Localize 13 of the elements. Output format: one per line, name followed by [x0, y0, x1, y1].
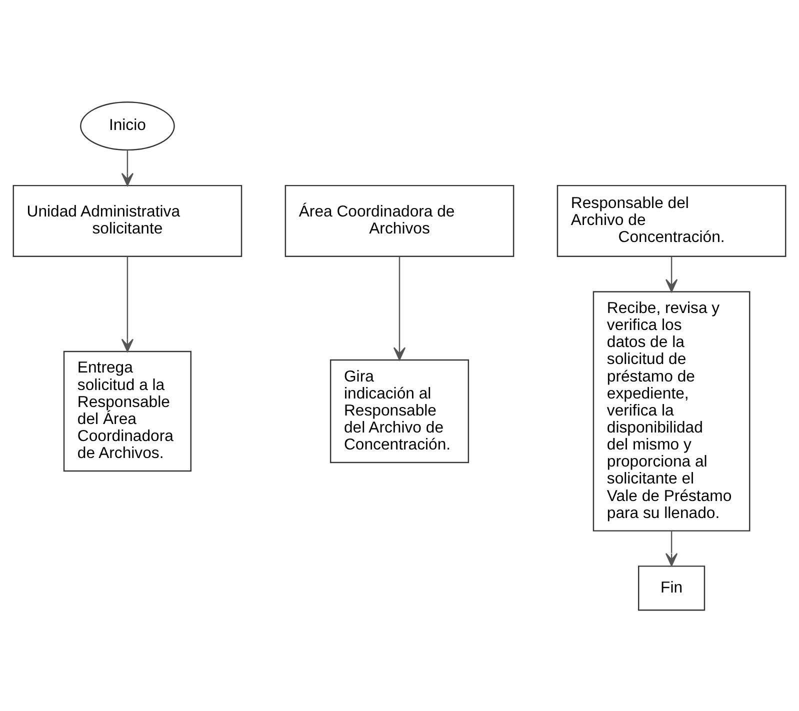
node-box: Gira indicación al Responsable del Archivo de Concentración. [330, 358, 470, 463]
arrow [121, 150, 134, 186]
arrow [665, 256, 678, 292]
arrow [121, 256, 134, 352]
node-box: Entrega solicitud a la Responsable del Área Coordinadora de Archivos. [63, 350, 192, 472]
node-box: Área Coordinadora de Archivos [284, 184, 514, 256]
node-box: Recibe, revisa y verifica los datos de la solicitud de préstamo de expediente, verifica la disponibilidad del mismo y proporciona al solicitante el Vale de Préstamo para su llenado. [592, 290, 750, 531]
node-ellipse: Inicio [80, 101, 175, 150]
arrow [665, 530, 678, 566]
node-box: Unidad Administrativa solicitante [12, 184, 242, 256]
node-box: Responsable del Archivo de Concentración. [556, 184, 786, 256]
arrow [393, 256, 406, 360]
node-box: Fin [638, 565, 706, 610]
